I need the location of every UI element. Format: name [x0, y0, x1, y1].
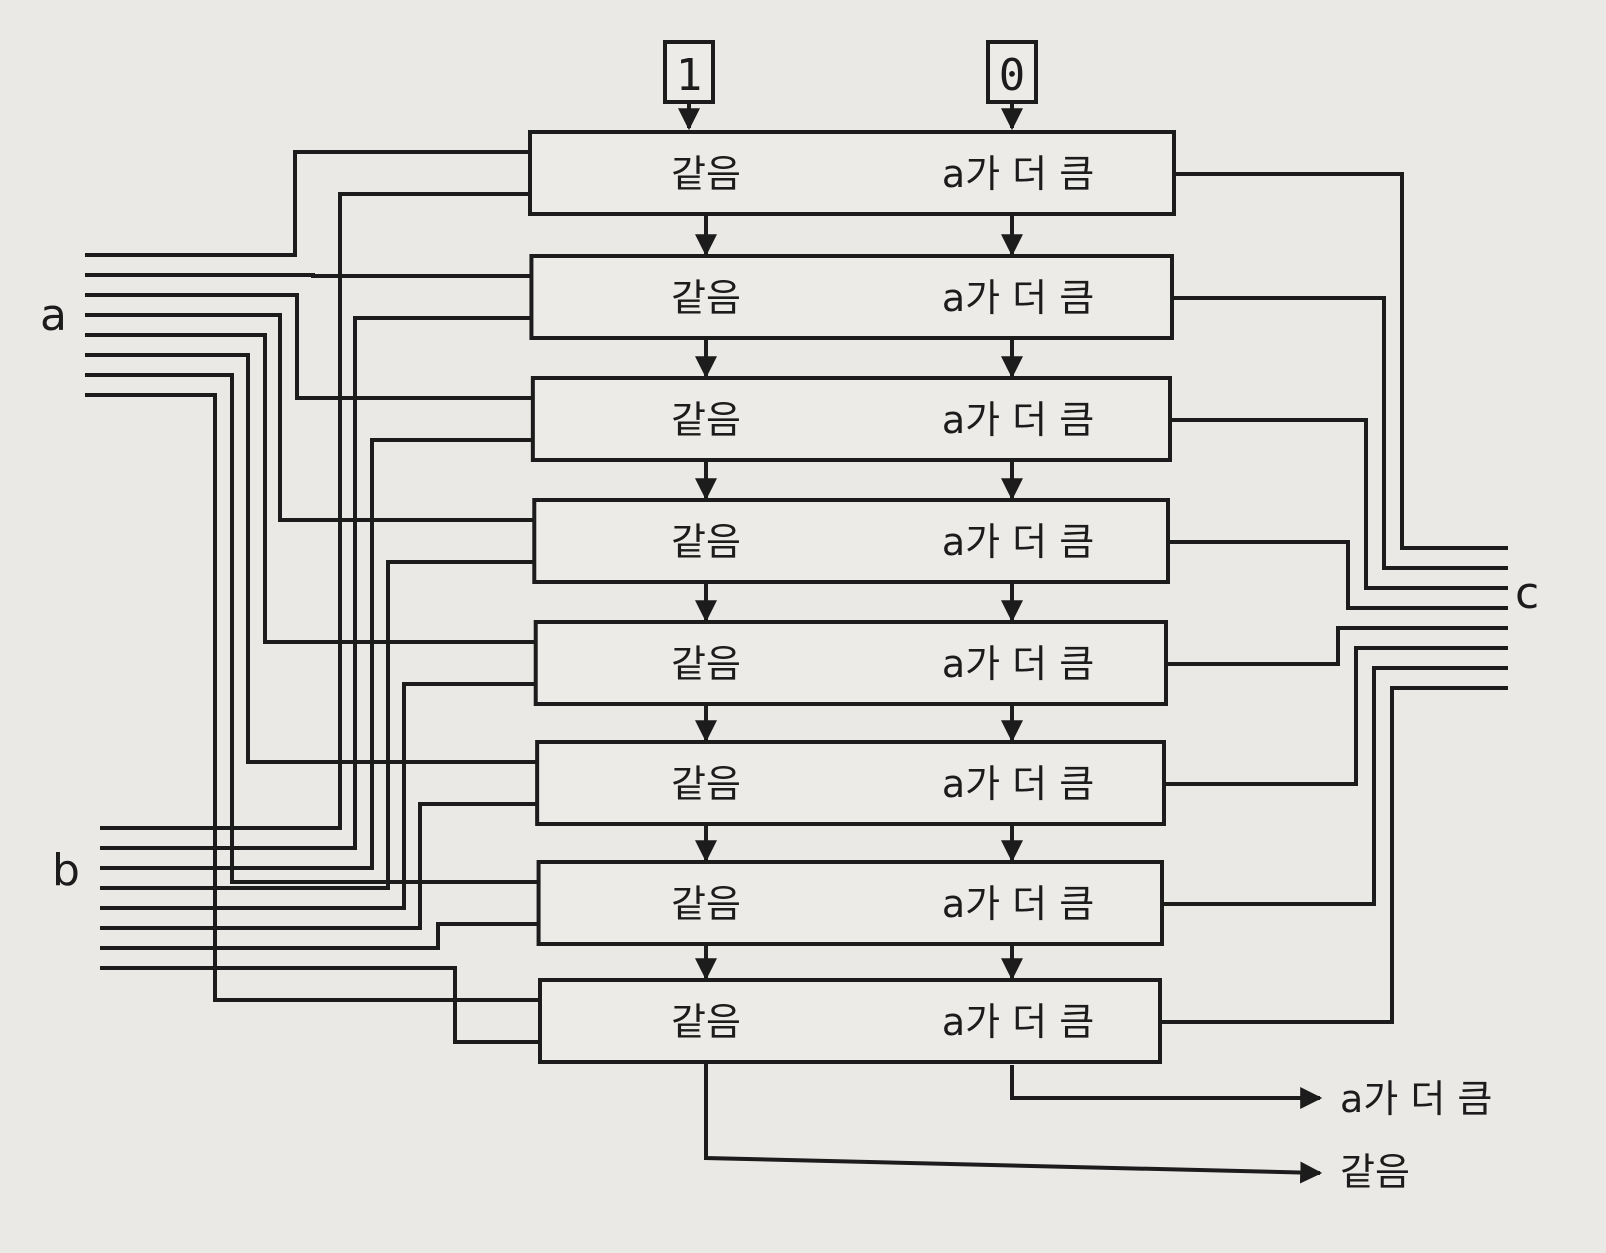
- wiring: [85, 150, 1508, 1044]
- bus-b-wire: [100, 802, 538, 930]
- stage-equal-label: 같음: [671, 152, 741, 196]
- bus-b-label: b: [52, 845, 80, 896]
- output-greater-label: a가 더 큼: [1340, 1077, 1492, 1121]
- stage-equal-label: 같음: [671, 642, 741, 686]
- input-one: 1: [663, 40, 715, 131]
- output-equal: 같음: [704, 1060, 1410, 1194]
- stage-equal-label: 같음: [671, 398, 741, 442]
- stage-greater-label: a가 더 큼: [942, 762, 1094, 806]
- bus-a-wire: [85, 373, 539, 884]
- stage-greater-label: a가 더 큼: [942, 276, 1094, 320]
- bus-b-wire: [100, 316, 532, 850]
- input-one-label: 1: [676, 50, 703, 101]
- stage-greater-label: a가 더 큼: [942, 882, 1094, 926]
- bus-a-wire: [85, 393, 540, 1002]
- bus-a-wire: [85, 293, 533, 400]
- bus-b-wire: [100, 682, 536, 910]
- bus-b-wire: [100, 560, 535, 890]
- bus-a-wire: [85, 273, 532, 278]
- bus-b-wire: [100, 192, 530, 830]
- output-equal-label: 같음: [1340, 1150, 1410, 1194]
- bus-c-wire: [1170, 418, 1508, 590]
- comparator-stage: 같음 a가 더 큼: [529, 254, 1174, 340]
- comparator-stage: 같음 a가 더 큼: [536, 860, 1164, 946]
- stage-greater-label: a가 더 큼: [942, 642, 1094, 686]
- bus-a-wire: [85, 353, 538, 764]
- bus-a-wire: [85, 333, 536, 644]
- stage-greater-label: a가 더 큼: [942, 398, 1094, 442]
- comparator-stage: 같음 a가 더 큼: [528, 130, 1176, 216]
- stage-equal-label: 같음: [671, 276, 741, 320]
- bus-b-wire: [100, 438, 533, 870]
- bus-b-wire: [100, 922, 539, 950]
- bus-c-wire: [1166, 626, 1508, 666]
- stage-equal-label: 같음: [671, 520, 741, 564]
- bus-c-wire: [1164, 646, 1508, 786]
- comparator-stage: 같음 a가 더 큼: [533, 620, 1168, 706]
- bus-c-label: c: [1515, 568, 1539, 619]
- stage-greater-label: a가 더 큼: [942, 520, 1094, 564]
- bus-c-wire: [1160, 686, 1508, 1024]
- bus-c-wire: [1168, 540, 1508, 610]
- bus-c-wire: [1174, 172, 1508, 550]
- stage-equal-label: 같음: [671, 882, 741, 926]
- stage-greater-label: a가 더 큼: [942, 152, 1094, 196]
- bus-a-wire: [85, 313, 535, 522]
- stage-equal-label: 같음: [671, 1000, 741, 1044]
- comparator-stage: 같음 a가 더 큼: [538, 978, 1162, 1064]
- stage-greater-label: a가 더 큼: [942, 1000, 1094, 1044]
- output-greater: a가 더 큼: [1010, 1065, 1492, 1121]
- comparator-stage: 같음 a가 더 큼: [532, 498, 1170, 584]
- input-zero-label: 0: [999, 50, 1026, 101]
- stage-equal-label: 같음: [671, 762, 741, 806]
- bus-b-wire: [100, 966, 540, 1044]
- bus-c-wire: [1162, 666, 1508, 906]
- comparator-stage: 같음 a가 더 큼: [530, 376, 1172, 462]
- bus-a-label: a: [40, 290, 67, 341]
- bus-c-wire: [1172, 296, 1508, 570]
- comparator-stage: 같음 a가 더 큼: [535, 740, 1166, 826]
- bus-a-wire: [85, 150, 530, 257]
- input-zero: 0: [986, 40, 1038, 131]
